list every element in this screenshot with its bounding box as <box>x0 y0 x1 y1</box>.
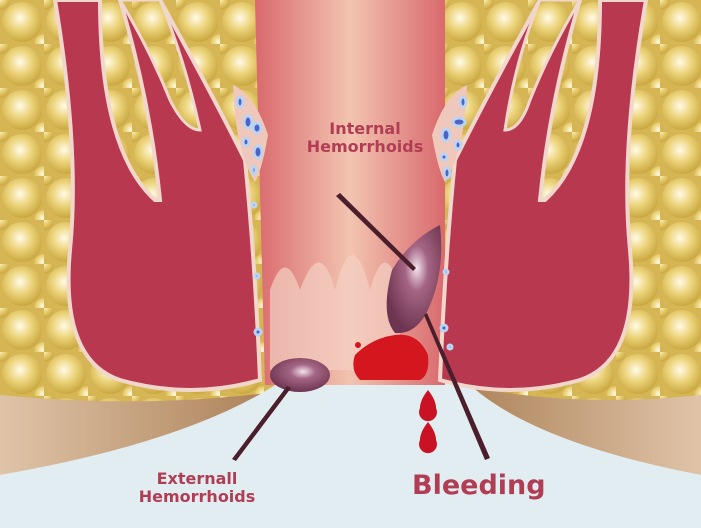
external-label-line1: Externall <box>156 469 238 488</box>
external-hemorrhoids-label: Externall Hemorrhoids <box>122 469 272 507</box>
bleeding-label: Bleeding <box>412 470 546 501</box>
external-label-line2: Hemorrhoids <box>138 487 256 507</box>
internal-label-line2: Hemorrhoids <box>306 137 424 157</box>
internal-label-line1: Internal <box>329 119 401 138</box>
internal-hemorrhoids-label: Internal Hemorrhoids <box>292 119 438 157</box>
